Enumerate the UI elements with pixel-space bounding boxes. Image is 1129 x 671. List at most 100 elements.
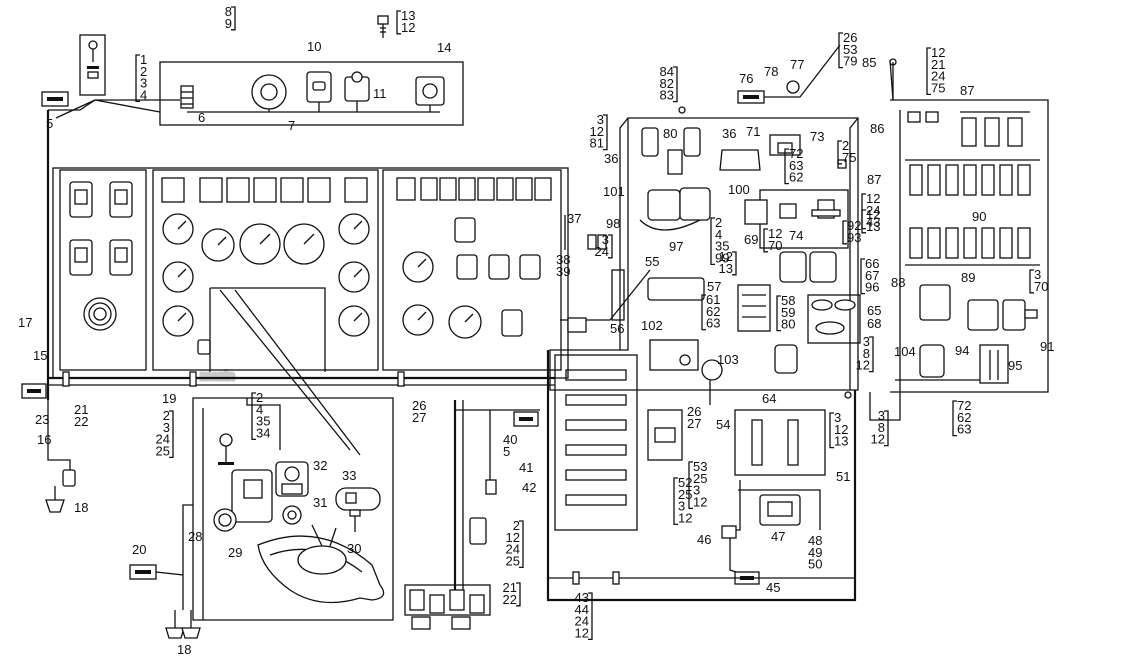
callout-c101: 101: [603, 184, 625, 199]
top-control-strip: [159, 15, 464, 126]
callout-number: 94: [955, 343, 969, 358]
callout-bracket: [763, 228, 768, 253]
callout-number: 12: [678, 510, 692, 525]
callout-number: 71: [746, 124, 760, 139]
callout-number: 95: [1008, 358, 1022, 373]
callout-number: 43: [866, 215, 880, 230]
callout-number: 54: [716, 417, 730, 432]
callout-number: 2: [163, 408, 170, 423]
callout-number: 99: [715, 250, 729, 265]
callout-number: 74: [789, 228, 803, 243]
right-relay-board: [869, 58, 1049, 421]
callout-c51: 51: [836, 469, 850, 484]
callout-c5: 5: [46, 116, 53, 131]
callout-number: 62: [706, 304, 720, 319]
callout-number: 39: [556, 264, 570, 279]
callout-number: 63: [789, 158, 803, 173]
callout-number: 104: [894, 344, 916, 359]
callout-number: 57: [707, 279, 721, 294]
callout-number: 88: [891, 275, 905, 290]
callout-number: 3: [693, 483, 700, 498]
callout-number: 11: [373, 86, 387, 101]
callout-number: 13: [834, 434, 848, 449]
callout-number: 13: [719, 261, 733, 276]
left-harness-branch: [21, 383, 76, 513]
callout-number: 98: [606, 216, 620, 231]
callout-number: 1: [140, 52, 147, 67]
callout-number: 43: [575, 590, 589, 605]
callout-c88: 88: [891, 275, 905, 290]
instrument-panel: [48, 167, 569, 387]
callout-c41: 41: [519, 460, 533, 475]
callout-number: 2: [715, 215, 722, 230]
callout-number: 63: [957, 422, 971, 437]
callout-number: 2: [842, 138, 849, 153]
callout-number: 2: [513, 518, 520, 533]
callout-number: 51: [836, 469, 850, 484]
callout-number: 78: [764, 64, 778, 79]
callout-number: 3: [163, 420, 170, 435]
callout-number: 73: [810, 129, 824, 144]
callout-number: 25: [506, 553, 520, 568]
callout-number: 12: [693, 494, 707, 509]
callout-number: 4: [715, 227, 722, 242]
callout-number: 12: [590, 124, 604, 139]
callout-number: 29: [228, 545, 242, 560]
callout-c32: 32: [313, 458, 327, 473]
callout-c55: 55: [645, 254, 659, 269]
callout-number: 18: [74, 500, 88, 515]
callout-number: 62: [789, 170, 803, 185]
callout-number: 55: [645, 254, 659, 269]
callout-c40: 405: [503, 432, 517, 459]
callout-number: 76: [739, 71, 753, 86]
callout-number: 3: [597, 112, 604, 127]
callout-number: 33: [342, 468, 356, 483]
callout-bracket: [926, 47, 931, 96]
callout-number: 49: [808, 545, 822, 560]
callout-number: 12: [871, 432, 885, 447]
fastener-set-top-left: [79, 34, 106, 96]
callout-number: 92: [847, 218, 861, 233]
bottom-left-connectors: [129, 504, 201, 639]
callout-number: 37: [567, 211, 581, 226]
callout-c65: 65: [867, 303, 881, 318]
callout-number: 24: [506, 542, 520, 557]
callout-number: 26: [412, 398, 426, 413]
callout-number: 8: [863, 346, 870, 361]
callout-bracket: [588, 592, 593, 641]
callout-number: 3: [834, 410, 841, 425]
watermark: mazin: [200, 368, 235, 383]
callout-c89: 89: [961, 270, 975, 285]
callout-number: 28: [188, 529, 202, 544]
callout-number: 75: [842, 150, 856, 165]
callout-number: 30: [347, 541, 361, 556]
callout-number: 82: [660, 76, 674, 91]
callout-number: 23: [35, 412, 49, 427]
callout-number: 63: [706, 316, 720, 331]
callout-number: 80: [781, 317, 795, 332]
callout-bracket: [837, 140, 842, 165]
callout-c37: 37: [567, 211, 581, 226]
callout-c15: 15: [33, 348, 47, 363]
callout-c33: 33: [342, 468, 356, 483]
callout-number: 12: [575, 625, 589, 640]
callout-bracket: [135, 54, 140, 103]
callout-number: 2: [256, 390, 263, 405]
callout-number: 77: [790, 57, 804, 72]
callout-c71: 71: [746, 124, 760, 139]
callout-number: 83: [660, 88, 674, 103]
callout-bracket: [784, 148, 789, 185]
